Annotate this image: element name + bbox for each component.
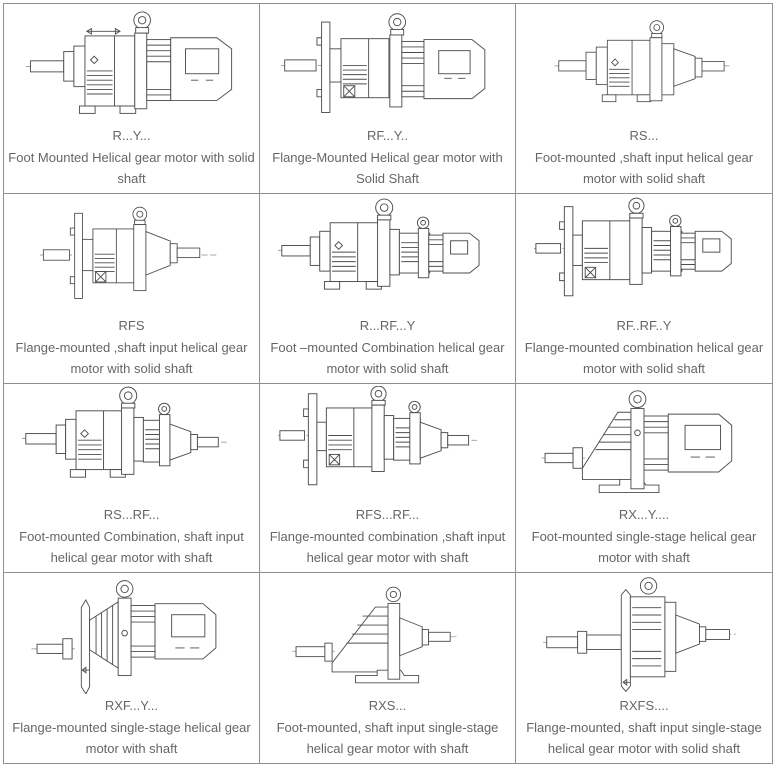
- catalog-cell-rfs-rf: RFS...RF... Flange-mounted combination ,…: [260, 383, 516, 574]
- catalog-cell-rf-y: RF...Y.. Flange-Mounted Helical gear mot…: [260, 4, 516, 194]
- model-description: Flange-mounted, shaft input single-stage…: [526, 720, 762, 756]
- model-description: Foot –mounted Combination helical gear m…: [270, 339, 505, 376]
- flange-mounted-single-stage-gear-motor-drawing: [31, 579, 216, 694]
- flange-mounted-single-stage-shaft-input-drawing: [543, 576, 736, 692]
- catalog-cell-rs-rf: RS...RF... Foot-mounted Combination, sha…: [4, 383, 260, 574]
- catalog-cell-rs: RS... Foot-mounted ,shaft input helical …: [516, 4, 772, 194]
- gear-motor-drawing: [4, 384, 259, 506]
- model-code: RFS...RF...: [355, 507, 420, 523]
- model-description: Flange-mounted single-stage helical gear…: [12, 720, 251, 756]
- model-description: Flange-mounted combination ,shaft input …: [269, 529, 506, 566]
- model-code: R...RF...Y: [359, 317, 416, 333]
- model-description: Foot-mounted ,shaft input helical gear m…: [534, 149, 754, 186]
- model-code: RFS: [118, 317, 145, 333]
- gear-motor-drawing: [260, 194, 515, 316]
- foot-mounted-single-stage-gear-motor-drawing: [541, 390, 733, 494]
- model-code: RF..RF..Y: [616, 317, 672, 333]
- model-code: RF...Y..: [367, 127, 408, 143]
- gear-motor-drawing: [4, 194, 259, 316]
- gear-motor-drawing: [4, 573, 259, 696]
- model-code: RX...Y....: [618, 507, 670, 523]
- model-code: RXF...Y...: [104, 698, 159, 713]
- gear-motor-drawing: [260, 4, 515, 126]
- gear-motor-drawing: [516, 4, 772, 126]
- foot-mounted-combination-shaft-input-drawing: [21, 387, 227, 479]
- gear-motor-drawing: [516, 573, 772, 696]
- model-code: R...Y...: [112, 127, 151, 143]
- foot-mounted-combination-gear-motor-drawing: [277, 198, 480, 290]
- model-description: Flange-Mounted Helical gear motor with S…: [272, 149, 503, 186]
- flange-mounted-combination-gear-motor-drawing: [534, 197, 732, 296]
- catalog-cell-rxs: RXS... Foot-mounted, shaft input single-…: [260, 573, 516, 763]
- gear-motor-drawing: [260, 573, 515, 696]
- model-description: Flange-mounted combination helical gear …: [524, 339, 764, 376]
- model-code: RS...RF...: [103, 507, 160, 523]
- model-description: Foot-mounted single-stage helical gear m…: [531, 529, 757, 566]
- gear-motor-drawing: [516, 194, 772, 316]
- model-description: Foot-mounted, shaft input single-stage h…: [276, 720, 499, 756]
- model-description: Foot Mounted Helical gear motor with sol…: [8, 149, 255, 186]
- model-description: Flange-mounted ,shaft input helical gear…: [15, 339, 248, 376]
- model-code: RS...: [629, 127, 659, 143]
- model-description: Foot-mounted Combination, shaft input he…: [19, 529, 244, 566]
- foot-mounted-single-stage-shaft-input-drawing: [291, 586, 459, 683]
- model-code: RXS...: [368, 698, 407, 713]
- catalog-cell-rxfs: RXFS.... Flange-mounted, shaft input sin…: [516, 573, 772, 763]
- catalog-cell-rxf-y: RXF...Y... Flange-mounted single-stage h…: [4, 573, 260, 763]
- catalog-cell-rx-y: RX...Y.... Foot-mounted single-stage hel…: [516, 383, 772, 574]
- catalog-cell-r-rf-y: R...RF...Y Foot –mounted Combination hel…: [260, 193, 516, 384]
- flange-mounted-shaft-input-gear-unit-drawing: [39, 206, 217, 299]
- model-code: RXFS....: [619, 698, 669, 713]
- foot-mounted-shaft-input-gear-unit-drawing: [554, 20, 730, 102]
- foot-mounted-helical-gear-motor-drawing: [25, 11, 232, 115]
- flange-mounted-helical-gear-motor-drawing: [280, 13, 485, 114]
- catalog-cell-r-y: R...Y... Foot Mounted Helical gear motor…: [4, 4, 260, 194]
- catalog-grid: R...Y... Foot Mounted Helical gear motor…: [3, 3, 773, 764]
- gear-motor-drawing: [260, 384, 515, 506]
- gear-motor-drawing: [516, 384, 772, 506]
- gear-motor-drawing: [4, 4, 259, 126]
- flange-mounted-combination-shaft-input-drawing: [277, 386, 477, 486]
- catalog-cell-rfs: RFS Flange-mounted ,shaft input helical …: [4, 193, 260, 384]
- catalog-cell-rf-rf-y: RF..RF..Y Flange-mounted combination hel…: [516, 193, 772, 384]
